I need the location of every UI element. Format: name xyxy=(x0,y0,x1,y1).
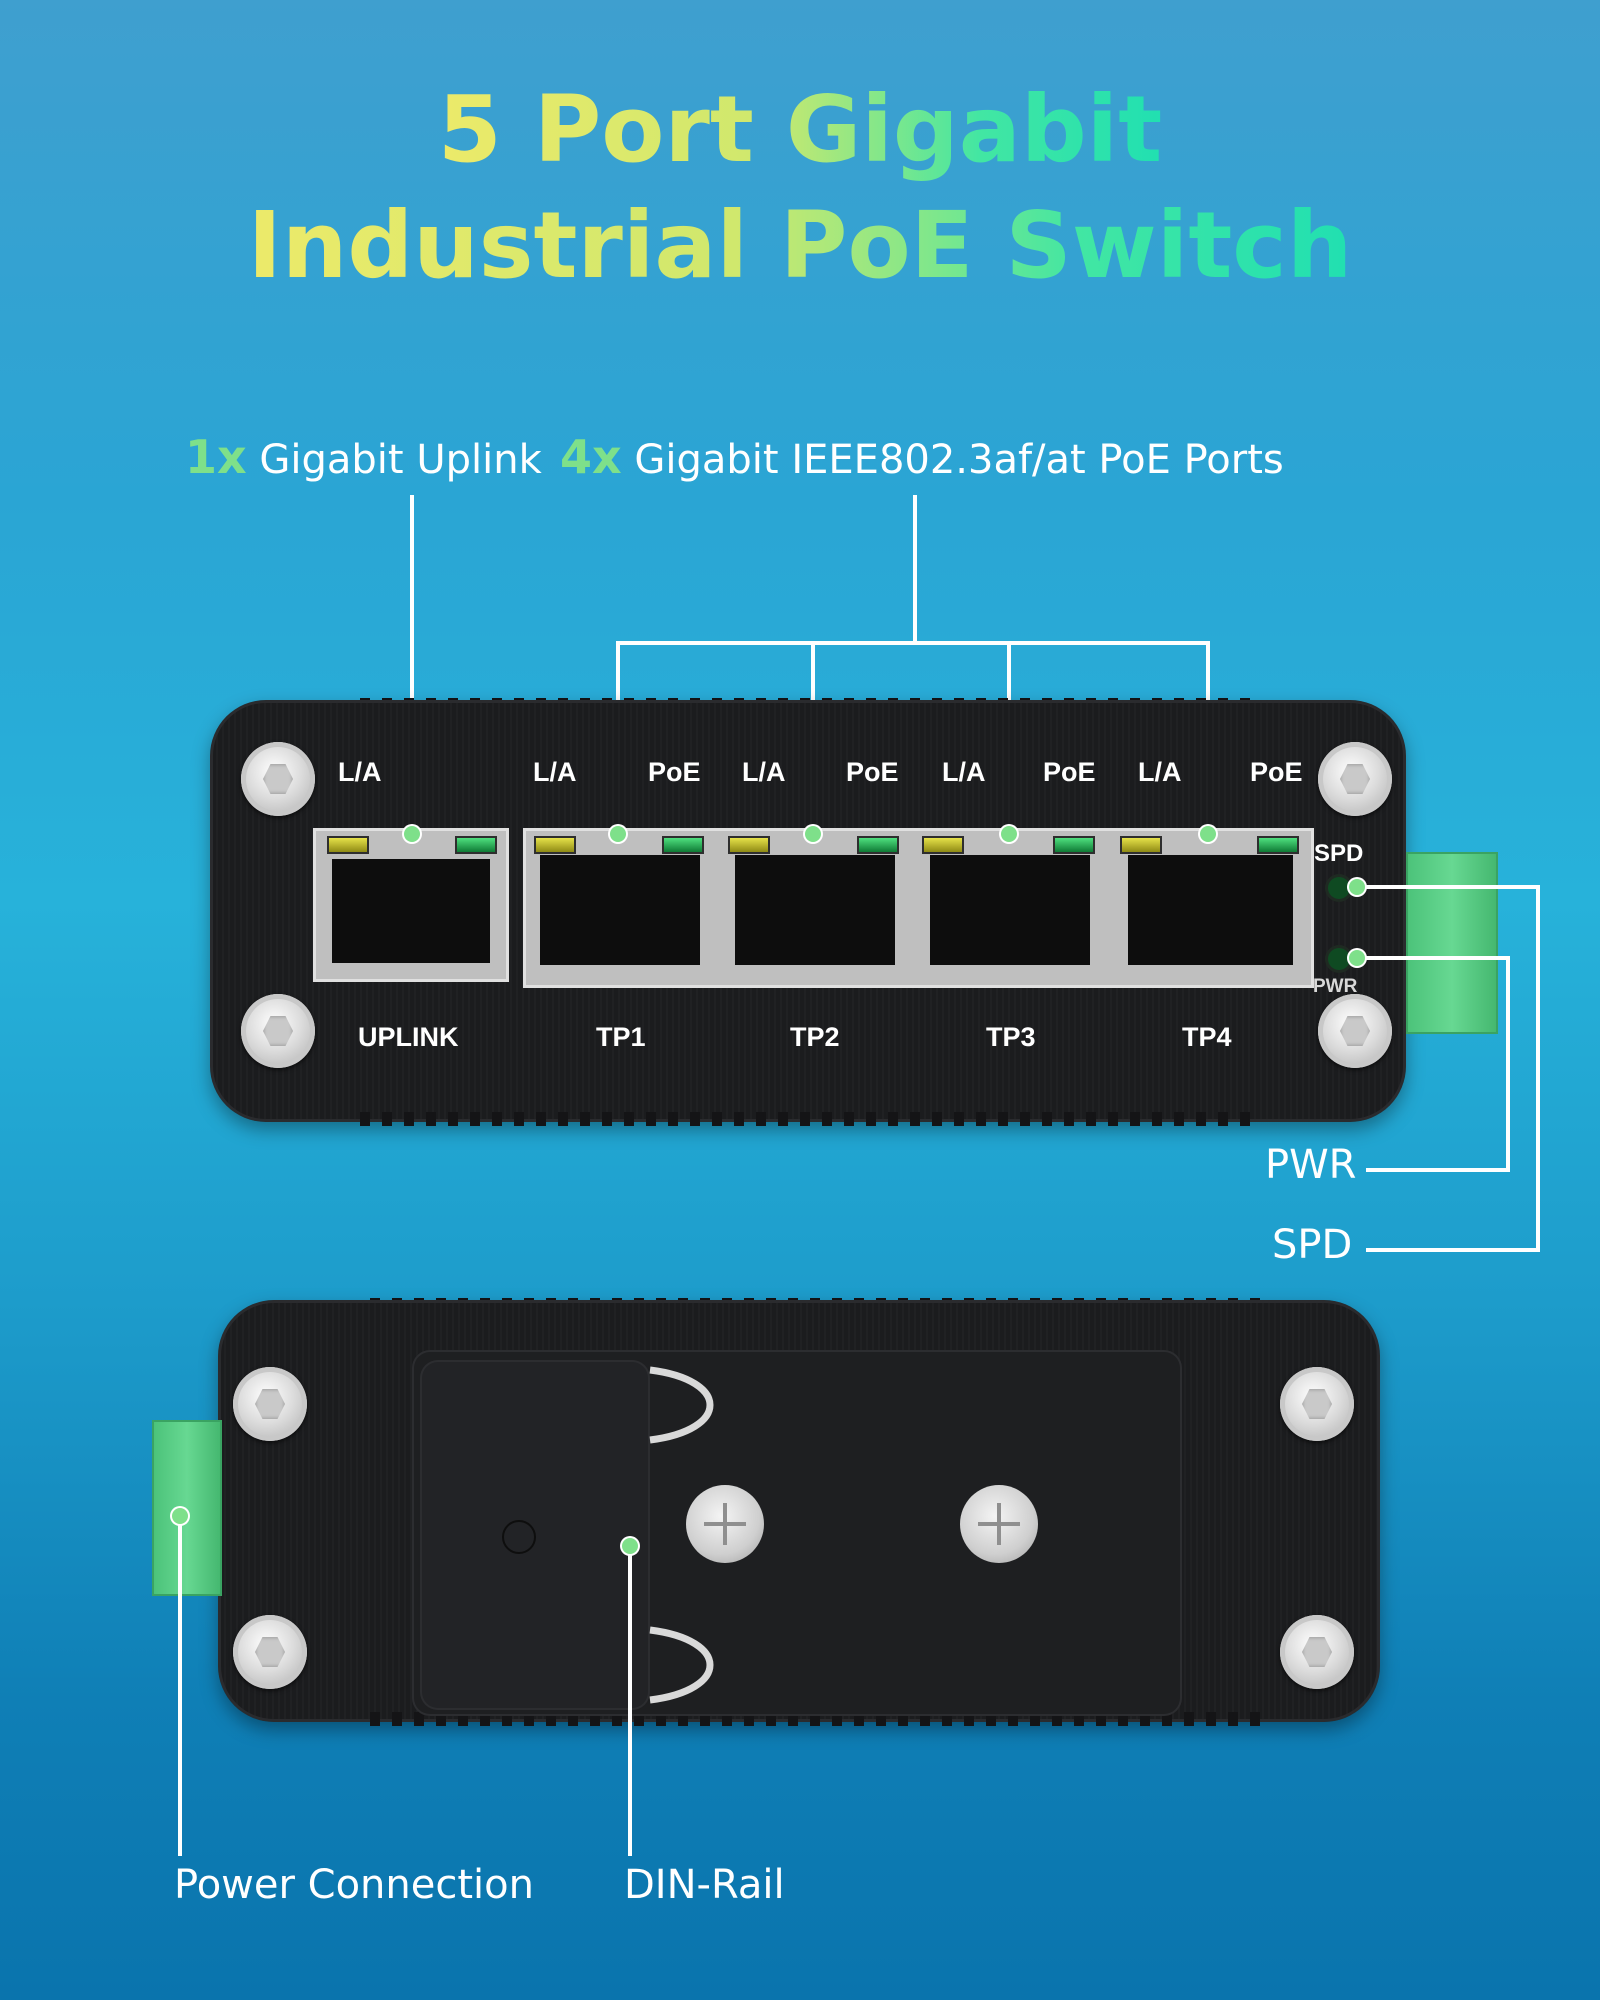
spd-led xyxy=(1328,877,1350,899)
poe-callout-text: Gigabit IEEE802.3af/at PoE Ports xyxy=(634,437,1284,483)
uplink-callout-dot xyxy=(404,826,420,842)
poe-bracket-line xyxy=(616,641,1210,645)
pwr-callout: PWR xyxy=(1265,1142,1357,1188)
spd-panel-label: SPD xyxy=(1314,840,1364,867)
tp3-callout-dot xyxy=(1001,826,1017,842)
power-connection-dot xyxy=(172,1508,188,1524)
screw-icon xyxy=(1280,1615,1354,1689)
uplink-quantity: 1x xyxy=(185,430,247,484)
label-tp2: TP2 xyxy=(790,1022,840,1052)
pwr-led xyxy=(1328,948,1350,970)
label-uplink: UPLINK xyxy=(358,1022,459,1052)
label-tp1-poe: PoE xyxy=(648,757,701,787)
din-rail-leader xyxy=(628,1554,632,1856)
screw-icon xyxy=(241,742,315,816)
tp1-port[interactable] xyxy=(540,855,700,965)
label-tp4: TP4 xyxy=(1182,1022,1232,1052)
power-connection-label: Power Connection xyxy=(174,1862,534,1908)
spd-leader-h1 xyxy=(1365,885,1540,889)
spd-leader-h2 xyxy=(1366,1248,1540,1252)
uplink-callout: 1x Gigabit Uplink xyxy=(185,430,542,484)
label-tp3: TP3 xyxy=(986,1022,1036,1052)
latch-hole xyxy=(502,1520,536,1554)
label-tp1-la: L/A xyxy=(533,757,577,787)
uplink-speed-led xyxy=(455,836,497,854)
screw-icon xyxy=(241,994,315,1068)
tp4-port[interactable] xyxy=(1128,855,1293,965)
tp3-la-led xyxy=(922,836,964,854)
label-tp3-poe: PoE xyxy=(1043,757,1096,787)
power-terminal-block xyxy=(1406,852,1498,1034)
label-uplink-la: L/A xyxy=(338,757,382,787)
uplink-callout-text: Gigabit Uplink xyxy=(259,437,542,483)
screw-icon xyxy=(233,1367,307,1441)
pwr-leader-h1 xyxy=(1365,956,1510,960)
spd-callout: SPD xyxy=(1272,1222,1353,1268)
tp1-poe-led xyxy=(662,836,704,854)
poe-quantity: 4x xyxy=(560,430,622,484)
spd-callout-dot xyxy=(1349,879,1365,895)
label-tp3-la: L/A xyxy=(942,757,986,787)
pwr-callout-dot xyxy=(1349,950,1365,966)
tp4-callout-dot xyxy=(1200,826,1216,842)
tp1-la-led xyxy=(534,836,576,854)
tp2-poe-led xyxy=(857,836,899,854)
tp2-port[interactable] xyxy=(735,855,895,965)
pwr-panel-label: PWR xyxy=(1313,976,1358,997)
tp1-callout-dot xyxy=(610,826,626,842)
uplink-la-led xyxy=(327,836,369,854)
screw-icon xyxy=(1280,1367,1354,1441)
din-rail-dot xyxy=(622,1538,638,1554)
label-tp1: TP1 xyxy=(596,1022,646,1052)
clip-screw-icon xyxy=(686,1485,764,1563)
tp2-la-led xyxy=(728,836,770,854)
power-connection-leader xyxy=(178,1524,182,1856)
tp3-port[interactable] xyxy=(930,855,1090,965)
title-line-2: Industrial PoE Switch xyxy=(247,192,1353,299)
heat-sink-fins-bottom xyxy=(360,1112,1260,1126)
label-tp4-la: L/A xyxy=(1138,757,1182,787)
tp3-poe-led xyxy=(1053,836,1095,854)
rear-power-terminal-block xyxy=(152,1420,222,1596)
screw-icon xyxy=(1318,742,1392,816)
screw-icon xyxy=(1318,994,1392,1068)
uplink-leader-line xyxy=(410,495,414,833)
screw-icon xyxy=(233,1615,307,1689)
poe-leader-line xyxy=(913,495,917,641)
tp2-callout-dot xyxy=(805,826,821,842)
label-tp2-poe: PoE xyxy=(846,757,899,787)
pwr-leader-h2 xyxy=(1366,1168,1510,1172)
tp4-poe-led xyxy=(1257,836,1299,854)
page-title: 5 Port Gigabit Industrial PoE Switch xyxy=(0,72,1600,304)
title-line-1: 5 Port Gigabit xyxy=(437,76,1163,183)
spd-leader-v xyxy=(1536,885,1540,1252)
tp4-la-led xyxy=(1120,836,1162,854)
label-tp2-la: L/A xyxy=(742,757,786,787)
poe-ports-callout: 4x Gigabit IEEE802.3af/at PoE Ports xyxy=(560,430,1284,484)
label-tp4-poe: PoE xyxy=(1250,757,1303,787)
spring-icon xyxy=(649,1366,714,1704)
din-rail-label: DIN-Rail xyxy=(624,1862,785,1908)
clip-screw-icon xyxy=(960,1485,1038,1563)
pwr-leader-v xyxy=(1506,956,1510,1172)
